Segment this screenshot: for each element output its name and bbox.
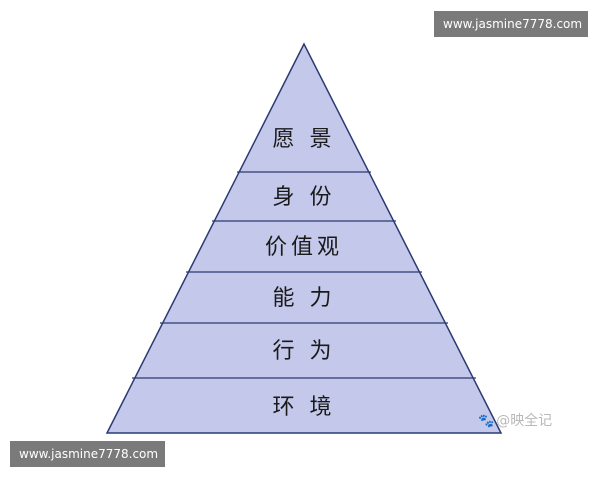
watermark-bottom: www.jasmine7778.com <box>10 441 165 467</box>
author-credit-text: @映全记 <box>496 413 553 429</box>
watermark-top: www.jasmine7778.com <box>434 11 588 37</box>
paw-icon: 🐾 <box>478 414 495 429</box>
layer-label-values: 价值观 <box>265 235 343 260</box>
layer-label-identity: 身 份 <box>273 185 336 210</box>
pyramid-body <box>105 42 503 434</box>
layer-label-environment: 环 境 <box>273 395 336 420</box>
layer-label-vision: 愿 景 <box>273 127 336 152</box>
author-credit: 🐾@映全记 <box>478 410 552 430</box>
layer-label-behavior: 行 为 <box>273 339 336 364</box>
layer-label-capability: 能 力 <box>273 286 336 311</box>
